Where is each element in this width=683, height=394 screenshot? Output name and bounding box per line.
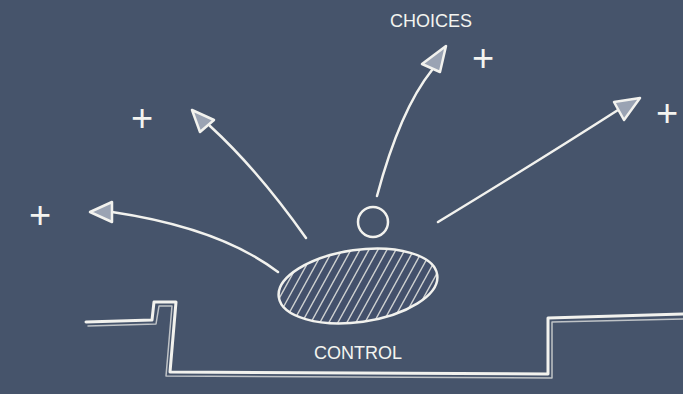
hatching	[192, 246, 560, 326]
hatch-line	[327, 246, 371, 326]
hatch-line	[219, 246, 263, 326]
node-label: CONTROL	[272, 344, 444, 362]
arrowhead	[192, 110, 214, 132]
arrowhead	[90, 202, 112, 222]
hatch-line	[192, 246, 236, 326]
hatch-line	[363, 246, 407, 326]
ellipse-outline	[274, 239, 442, 333]
hatch-line	[228, 246, 272, 326]
hatch-line	[336, 246, 380, 326]
hatch-line	[480, 246, 524, 326]
chalk-lines	[86, 46, 683, 378]
plus-sign: +	[131, 99, 153, 137]
control-ellipse: CONTROL	[272, 246, 444, 362]
hatch-line	[246, 246, 290, 326]
hatch-line	[516, 246, 560, 326]
choice-arrow-shaft	[112, 212, 278, 272]
hatch-line	[408, 246, 452, 326]
ellipse-shape	[272, 246, 444, 326]
plus-sign: +	[29, 196, 51, 234]
choice-arrow-shaft	[377, 70, 432, 196]
hatch-line	[345, 246, 389, 326]
hatch-line	[291, 246, 335, 326]
hatch-line	[444, 246, 488, 326]
plus-sign: +	[472, 39, 494, 77]
choice-arrow-shaft	[210, 126, 306, 238]
hatch-line	[435, 246, 479, 326]
hatch-line	[201, 246, 245, 326]
hatch-line	[489, 246, 533, 326]
hatch-line	[264, 246, 308, 326]
heading-label: CHOICES	[390, 12, 472, 30]
plus-sign: +	[656, 94, 678, 132]
pit-outline	[86, 302, 683, 374]
head-circle	[358, 207, 388, 237]
hatch-line	[453, 246, 497, 326]
hatch-line	[426, 246, 470, 326]
hatch-line	[507, 246, 551, 326]
hatch-line	[498, 246, 542, 326]
hatch-line	[309, 246, 353, 326]
hatch-line	[237, 246, 281, 326]
hatch-line	[210, 246, 254, 326]
arrowhead	[614, 98, 640, 120]
choice-arrow-shaft	[438, 110, 618, 222]
hatch-line	[462, 246, 506, 326]
hatch-line	[381, 246, 425, 326]
arrowhead	[422, 46, 446, 72]
hatch-line	[471, 246, 515, 326]
